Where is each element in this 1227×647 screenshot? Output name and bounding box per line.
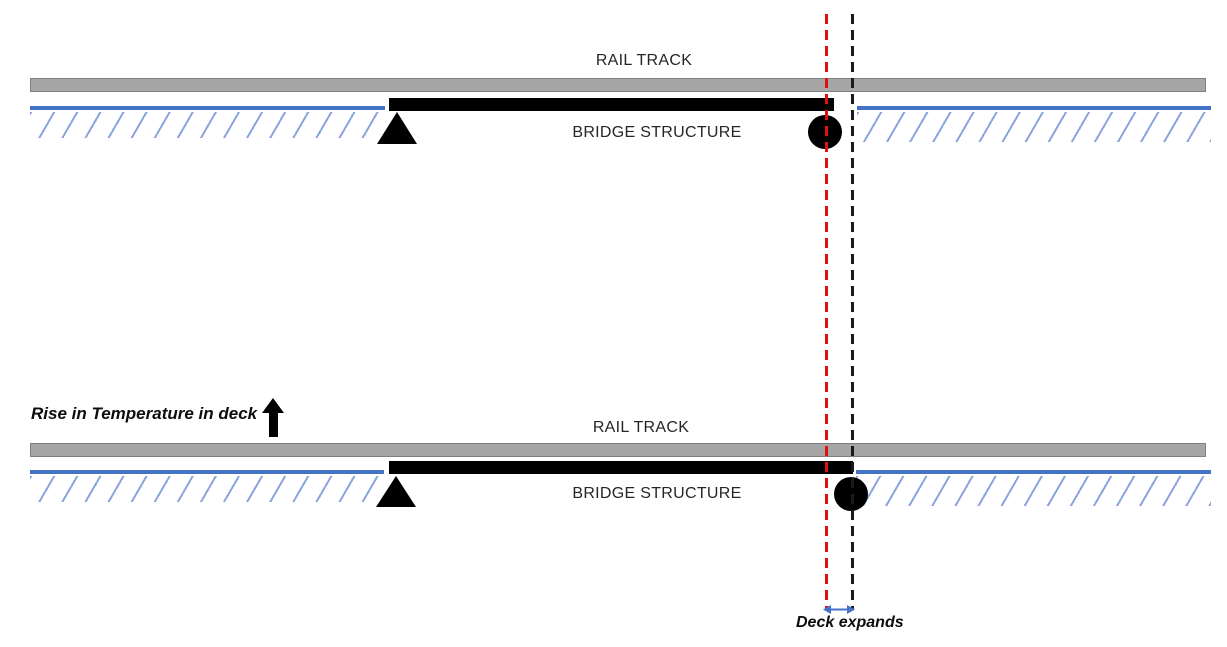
rail-track-bar <box>30 78 1206 92</box>
bridge-structure-label: BRIDGE STRUCTURE <box>572 124 742 141</box>
deck-expansion-arrow-icon <box>823 605 855 614</box>
rail-track-label: RAIL TRACK <box>595 52 693 69</box>
rail-track-bar <box>30 443 1206 457</box>
pin-support-icon <box>376 476 416 507</box>
right-abutment-hatching <box>857 112 1211 142</box>
temperature-rise-arrow-icon <box>262 398 284 413</box>
expanded-deck-end-reference-line <box>851 14 854 610</box>
bridge-deck-bar <box>389 98 834 111</box>
right-abutment-ground-line <box>857 106 1211 110</box>
pin-support-icon <box>377 112 417 144</box>
left-abutment-hatching <box>30 112 385 138</box>
expanded-bridge-deck-bar <box>389 461 853 474</box>
temperature-rise-arrow-stem <box>269 411 278 437</box>
left-abutment-hatching <box>30 476 384 502</box>
bridge-structure-label: BRIDGE STRUCTURE <box>572 485 742 502</box>
temperature-rise-label: Rise in Temperature in deck <box>31 404 258 423</box>
deck-expands-label: Deck expands <box>796 614 904 631</box>
original-deck-end-reference-line <box>825 14 828 610</box>
right-abutment-ground-line <box>856 470 1211 474</box>
left-abutment-ground-line <box>30 106 385 110</box>
right-abutment-hatching <box>856 476 1211 506</box>
rail-track-label: RAIL TRACK <box>592 419 690 436</box>
left-abutment-ground-line <box>30 470 384 474</box>
